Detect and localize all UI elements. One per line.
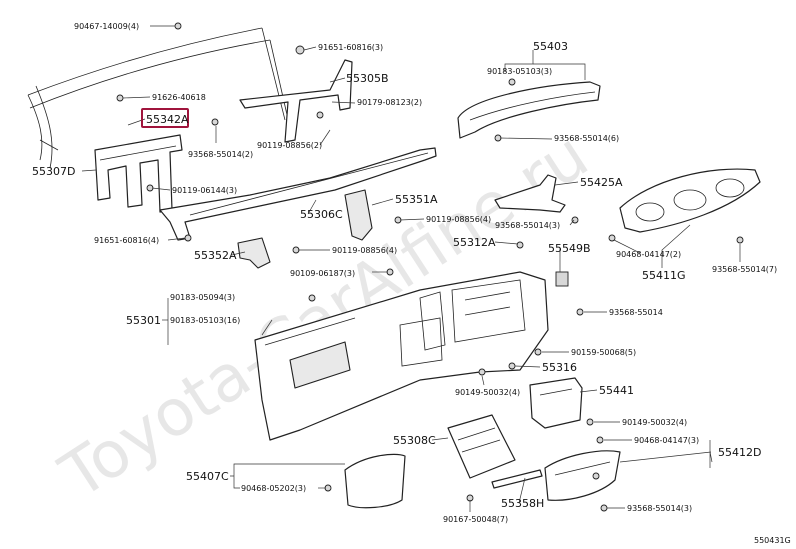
screw-icon	[534, 348, 542, 356]
callout-90183-05094[interactable]: 90183-05094(3)	[170, 293, 235, 302]
screw-icon	[608, 234, 616, 242]
callout-90179-08123[interactable]: 90179-08123(2)	[357, 98, 422, 107]
callout-90119-08856-2[interactable]: 90119-08856(2)	[257, 141, 322, 150]
callout-55308c[interactable]: 55308C	[393, 434, 436, 447]
callout-55358h[interactable]: 55358H	[501, 497, 544, 510]
callout-90119-08856-4b[interactable]: 90119-08856(4)	[332, 246, 397, 255]
fasteners	[116, 22, 744, 512]
callout-90183-05103-a[interactable]: 90183-05103(3)	[487, 67, 552, 76]
callout-55312a[interactable]: 55312A	[453, 236, 496, 249]
screw-icon	[184, 234, 192, 242]
screw-icon	[576, 308, 584, 316]
part-55306c-reinforcement[interactable]	[159, 147, 437, 241]
bolt-icon	[295, 45, 305, 55]
callout-90109-06187[interactable]: 90109-06187(3)	[290, 269, 355, 278]
screw-icon	[571, 216, 579, 224]
callout-91651-60816-b[interactable]: 91651-60816(4)	[94, 236, 159, 245]
callout-90467-14009[interactable]: 90467-14009(4)	[74, 22, 139, 31]
screw-icon	[508, 362, 516, 370]
part-55411g-cluster-bezel[interactable]	[619, 168, 761, 233]
screw-icon	[211, 118, 219, 126]
body-frame	[27, 27, 291, 169]
screw-icon	[600, 504, 608, 512]
callout-55306c[interactable]: 55306C	[300, 208, 343, 221]
screw-icon	[174, 22, 182, 30]
callout-93568-55014-2[interactable]: 93568-55014(2)	[188, 150, 253, 159]
callout-55411g[interactable]: 55411G	[642, 269, 686, 282]
part-55301-instrument-panel[interactable]	[254, 271, 549, 441]
highlight-box	[141, 108, 189, 128]
callout-93568-55014-7[interactable]: 93568-55014(7)	[712, 265, 777, 274]
callout-90159-50068[interactable]: 90159-50068(5)	[571, 348, 636, 357]
screw-icon	[478, 368, 486, 376]
callout-90149-50032-a[interactable]: 90149-50032(4)	[455, 388, 520, 397]
part-55407c-lid[interactable]	[344, 453, 406, 509]
callout-55301[interactable]: 55301	[126, 314, 161, 327]
screw-icon	[516, 241, 524, 249]
screw-icon	[308, 294, 316, 302]
callout-90468-04147-2[interactable]: 90468-04147(2)	[616, 250, 681, 259]
leader-lines	[81, 25, 741, 512]
part-55308c-center-cluster[interactable]	[447, 414, 516, 479]
screw-icon	[586, 418, 594, 426]
callout-93568-55014[interactable]: 93568-55014	[609, 308, 663, 317]
callout-93568-55014-3a[interactable]: 93568-55014(3)	[495, 221, 560, 230]
callout-90468-04147-3[interactable]: 90468-04147(3)	[634, 436, 699, 445]
callout-55441[interactable]: 55441	[599, 384, 634, 397]
bolt-icon	[316, 111, 324, 119]
callout-55307d[interactable]: 55307D	[32, 165, 75, 178]
callout-55403[interactable]: 55403	[533, 40, 568, 53]
screw-icon	[508, 78, 516, 86]
callout-91651-60816-a[interactable]: 91651-60816(3)	[318, 43, 383, 52]
screw-icon	[116, 94, 124, 102]
screw-icon	[592, 472, 600, 480]
callout-55351a[interactable]: 55351A	[395, 193, 438, 206]
part-55358h-strip[interactable]	[491, 469, 543, 489]
callout-labels: 90467-14009(4) 91651-60816(3) 55305B 554…	[32, 22, 791, 545]
part-55351a-bracket[interactable]	[344, 189, 373, 241]
clip-icon	[555, 271, 569, 287]
callout-55352a[interactable]: 55352A	[194, 249, 237, 262]
part-55441-pocket[interactable]	[529, 377, 583, 429]
callout-90149-50032-b[interactable]: 90149-50032(4)	[622, 418, 687, 427]
callout-55305b[interactable]: 55305B	[346, 72, 389, 85]
callout-55425a[interactable]: 55425A	[580, 176, 623, 189]
callout-55316[interactable]: 55316	[542, 361, 577, 374]
callout-93568-55014-3b[interactable]: 93568-55014(3)	[627, 504, 692, 513]
callout-55412d[interactable]: 55412D	[718, 446, 761, 459]
callout-90167-50048[interactable]: 90167-50048(7)	[443, 515, 508, 524]
callout-90468-05202[interactable]: 90468-05202(3)	[241, 484, 306, 493]
callout-90119-08856-4a[interactable]: 90119-08856(4)	[426, 215, 491, 224]
callout-55407c[interactable]: 55407C	[186, 470, 229, 483]
part-55307d-bracket[interactable]	[94, 134, 183, 213]
callout-55342a[interactable]: 55342A	[146, 113, 189, 126]
callout-93568-55014-6[interactable]: 93568-55014(6)	[554, 134, 619, 143]
part-55425a-support[interactable]	[494, 174, 566, 213]
callout-91626-40618[interactable]: 91626-40618	[152, 93, 206, 102]
screw-icon	[596, 436, 604, 444]
callout-55549b[interactable]: 55549B	[548, 242, 591, 255]
diagram-code: 550431G	[754, 536, 791, 545]
part-55305b-brace[interactable]	[239, 45, 353, 143]
callout-90183-05103-16[interactable]: 90183-05103(16)	[170, 316, 240, 325]
callout-90119-06144[interactable]: 90119-06144(3)	[172, 186, 237, 195]
screw-icon	[736, 236, 744, 244]
part-55352a-bracket[interactable]	[237, 237, 271, 269]
part-55403-top-panel[interactable]	[457, 81, 601, 139]
part-55412d-bezel[interactable]	[544, 450, 621, 501]
